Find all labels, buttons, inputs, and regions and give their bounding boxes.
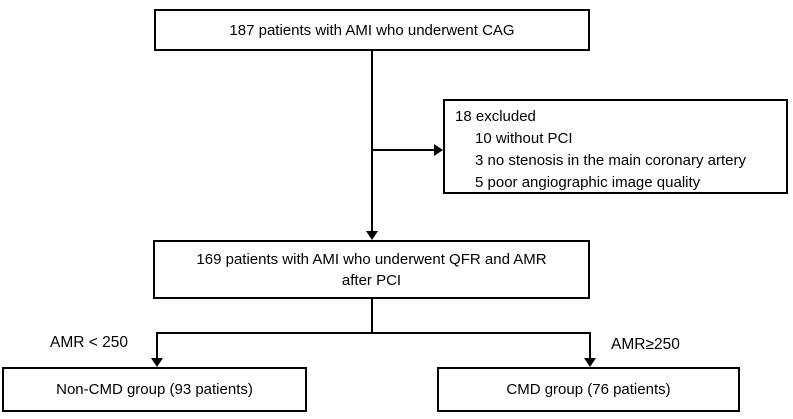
arrowhead-down-cmd <box>584 358 596 367</box>
non-cmd-group-box: Non-CMD group (93 patients) <box>2 367 307 412</box>
enrollment-text: 187 patients with AMI who underwent CAG <box>229 21 515 39</box>
connector-right-branch <box>589 332 591 359</box>
connector-analyzed-stem <box>371 299 373 334</box>
arrowhead-down-noncmd <box>151 358 163 367</box>
analyzed-box: 169 patients with AMI who underwent QFR … <box>153 240 590 299</box>
connector-to-excluded <box>372 149 434 151</box>
enrollment-box: 187 patients with AMI who underwent CAG <box>154 9 590 51</box>
analyzed-text-line1: 169 patients with AMI who underwent QFR … <box>196 250 547 268</box>
excluded-item: 5 poor angiographic image quality <box>475 174 701 191</box>
excluded-box: 18 excluded 10 without PCI 3 no stenosis… <box>443 99 788 194</box>
excluded-title: 18 excluded <box>455 108 536 125</box>
cmd-group-text: CMD group (76 patients) <box>506 381 671 398</box>
connector-enrollment-to-analyzed <box>371 51 373 232</box>
right-branch-label: AMR≥250 <box>611 336 680 353</box>
non-cmd-group-text: Non-CMD group (93 patients) <box>56 381 253 398</box>
connector-branch-horizontal <box>156 332 591 334</box>
excluded-item: 10 without PCI <box>475 130 573 147</box>
left-branch-label: AMR < 250 <box>50 334 128 351</box>
excluded-item: 3 no stenosis in the main coronary arter… <box>475 152 746 169</box>
arrowhead-right-excluded <box>434 144 443 156</box>
cmd-group-box: CMD group (76 patients) <box>437 367 740 412</box>
connector-left-branch <box>156 332 158 359</box>
analyzed-text-line2: after PCI <box>341 271 402 289</box>
arrowhead-down-analyzed <box>366 231 378 240</box>
